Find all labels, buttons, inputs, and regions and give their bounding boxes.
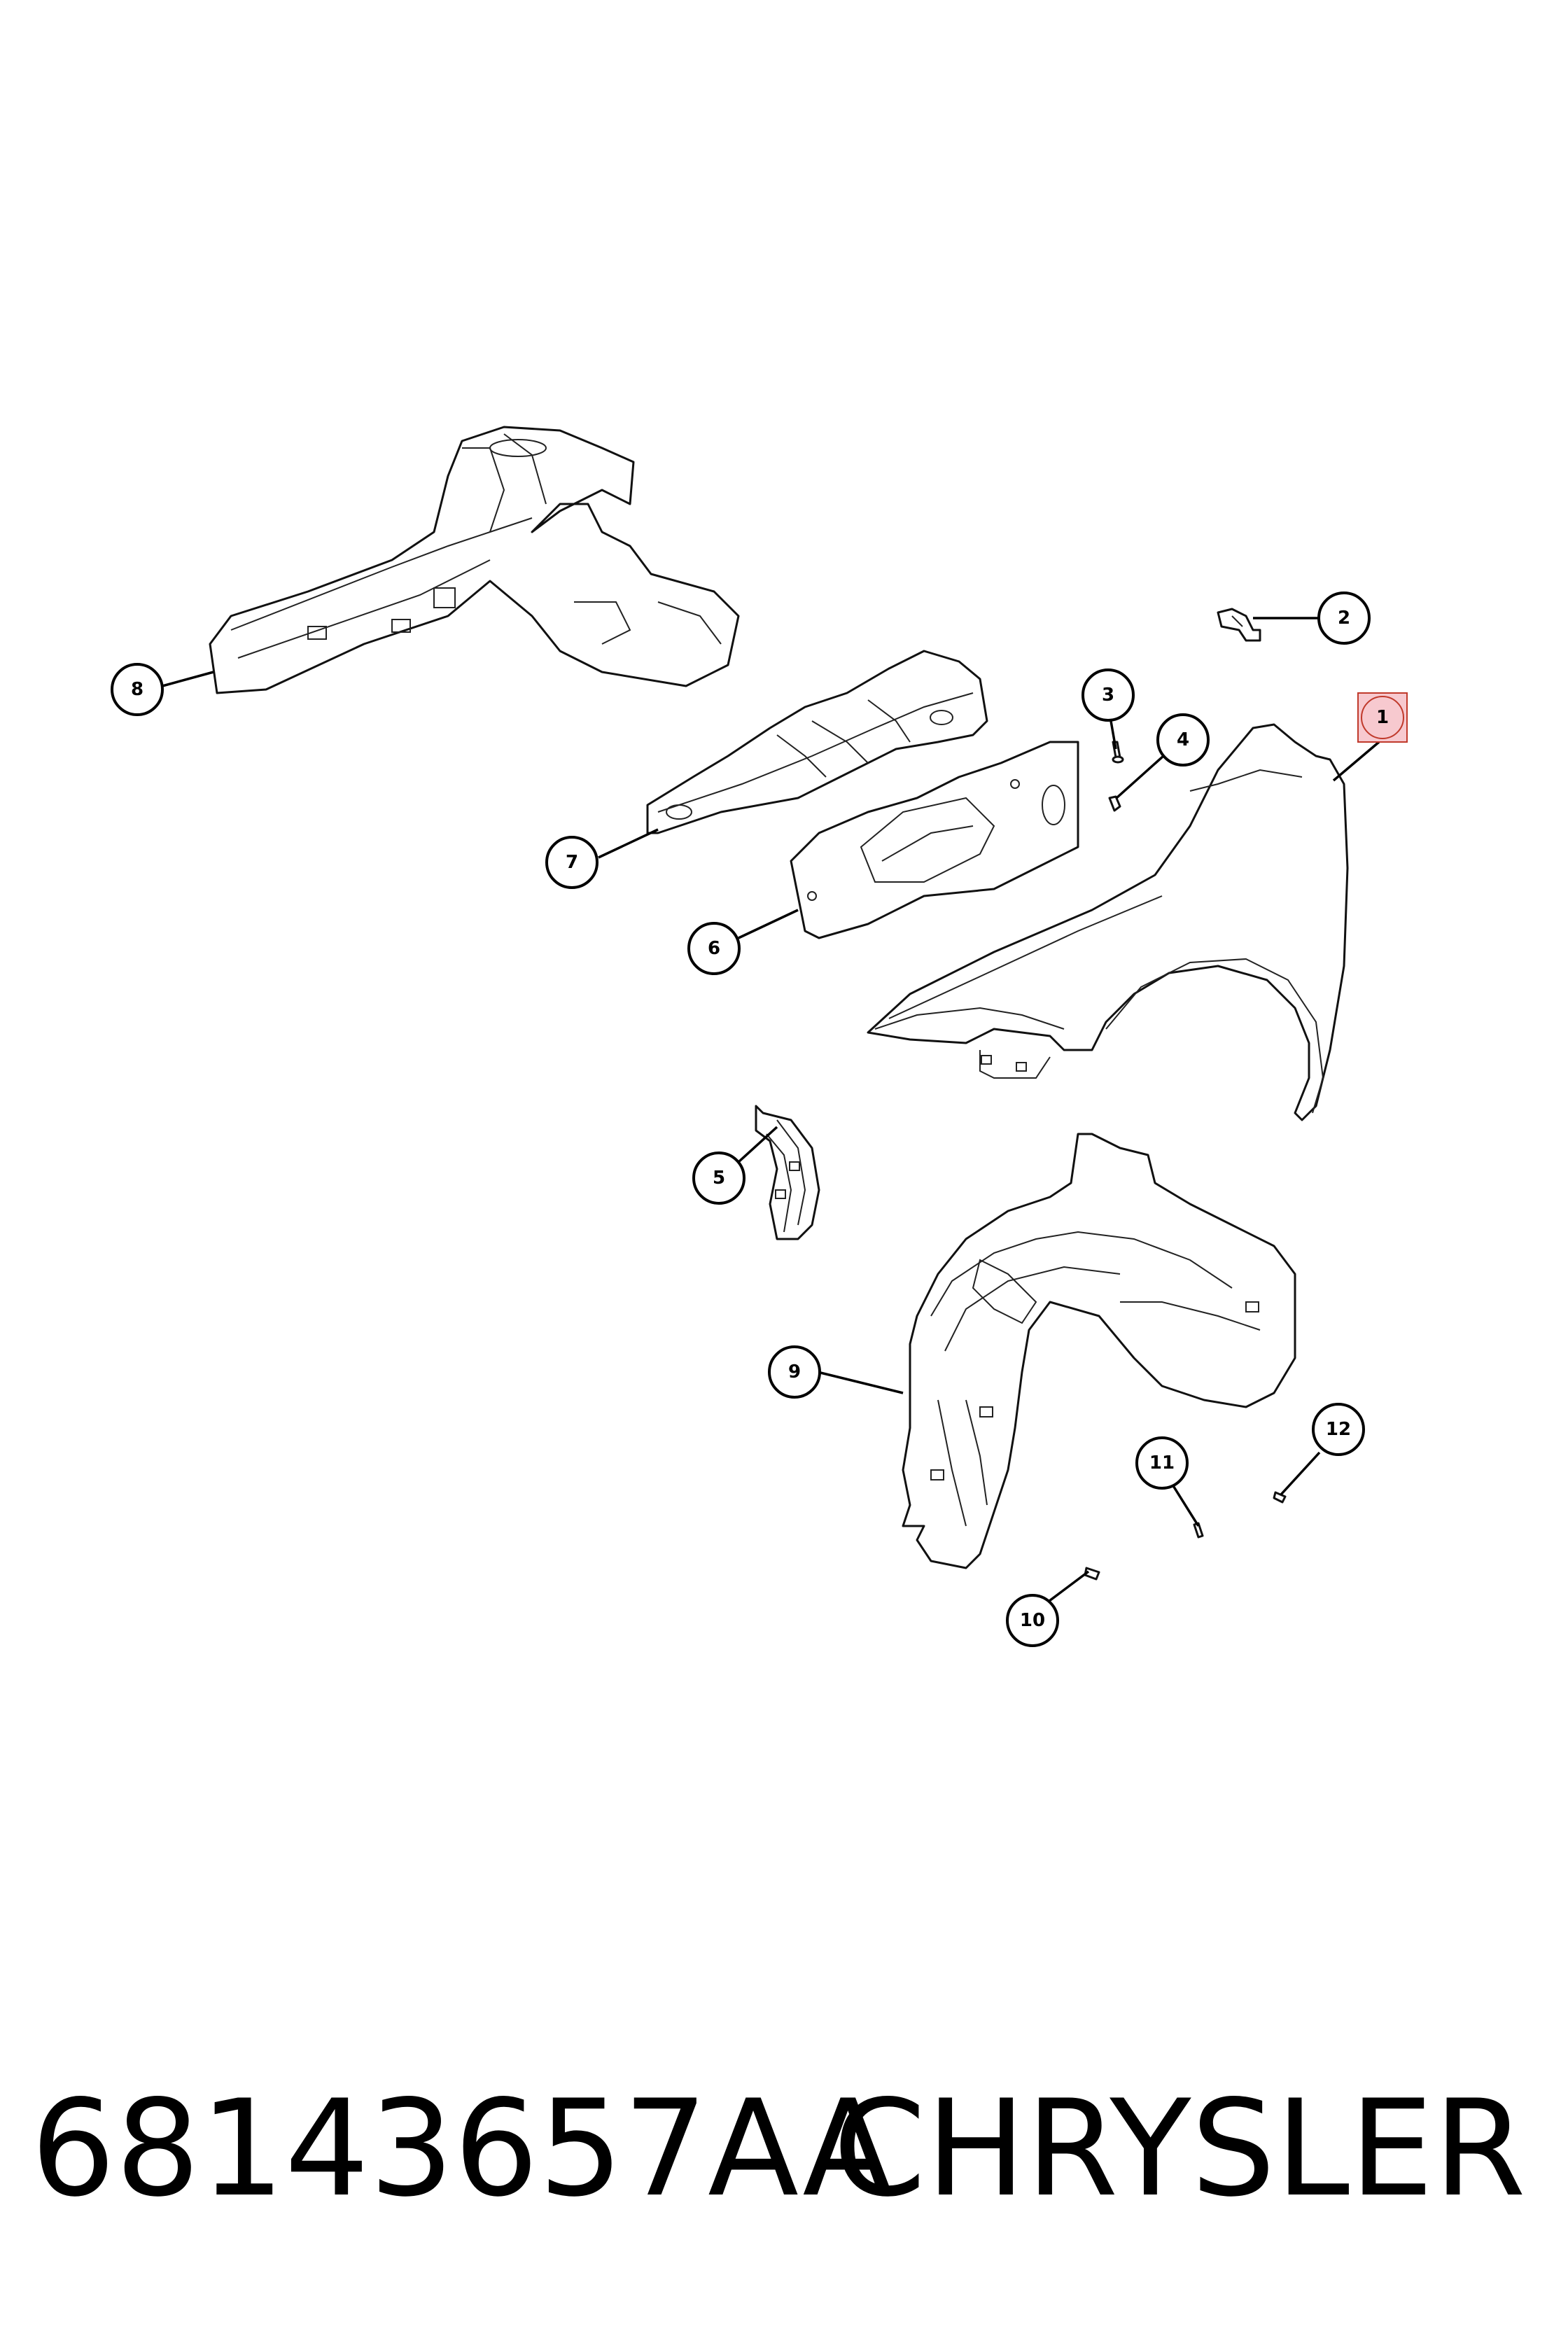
callout-3[interactable]: 3 xyxy=(1082,668,1135,722)
svg-text:9: 9 xyxy=(788,1362,801,1382)
leader-lines xyxy=(162,617,1380,1604)
svg-text:5: 5 xyxy=(713,1168,725,1189)
rail-extension-part xyxy=(646,650,988,834)
callout-5[interactable]: 5 xyxy=(692,1152,746,1205)
screw-part-12 xyxy=(1273,1491,1287,1504)
bolt-part xyxy=(1112,741,1124,764)
svg-text:12: 12 xyxy=(1326,1419,1351,1440)
callout-2[interactable]: 2 xyxy=(1317,592,1371,645)
callout-11[interactable]: 11 xyxy=(1135,1436,1189,1490)
callout-7[interactable]: 7 xyxy=(545,836,598,889)
part-number: 68143657AA xyxy=(31,2071,894,2226)
callout-6[interactable]: 6 xyxy=(687,922,741,975)
svg-text:3: 3 xyxy=(1102,685,1114,706)
callout-12[interactable]: 12 xyxy=(1312,1403,1365,1456)
svg-text:11: 11 xyxy=(1149,1452,1175,1474)
callout-1[interactable]: 1 xyxy=(1357,692,1408,743)
clip-part xyxy=(1108,795,1121,812)
support-bracket-part xyxy=(755,1105,820,1240)
svg-text:1: 1 xyxy=(1376,707,1389,728)
svg-text:2: 2 xyxy=(1338,608,1350,629)
callout-9[interactable]: 9 xyxy=(768,1345,821,1399)
svg-text:10: 10 xyxy=(1020,1610,1045,1631)
callout-4[interactable]: 4 xyxy=(1156,713,1210,766)
wheelhouse-liner-part xyxy=(902,1133,1296,1569)
brand-name: CHRYSLER xyxy=(833,2071,1526,2226)
svg-text:7: 7 xyxy=(566,852,578,873)
callout-10[interactable]: 10 xyxy=(1006,1594,1059,1647)
footer-caption: 68143657AA CHRYSLER xyxy=(0,2072,1568,2254)
reinforcement-plate-part xyxy=(790,741,1079,939)
fender-bracket-part xyxy=(1217,608,1261,642)
callout-8[interactable]: 8 xyxy=(111,663,164,716)
front-rail-part xyxy=(209,426,740,694)
svg-text:6: 6 xyxy=(708,938,720,959)
svg-text:8: 8 xyxy=(131,679,144,700)
parts-diagram: 1 2 3 4 5 6 7 8 9 10 11 12 xyxy=(111,426,1408,1647)
front-fender-part xyxy=(867,723,1349,1121)
svg-text:4: 4 xyxy=(1177,729,1189,750)
